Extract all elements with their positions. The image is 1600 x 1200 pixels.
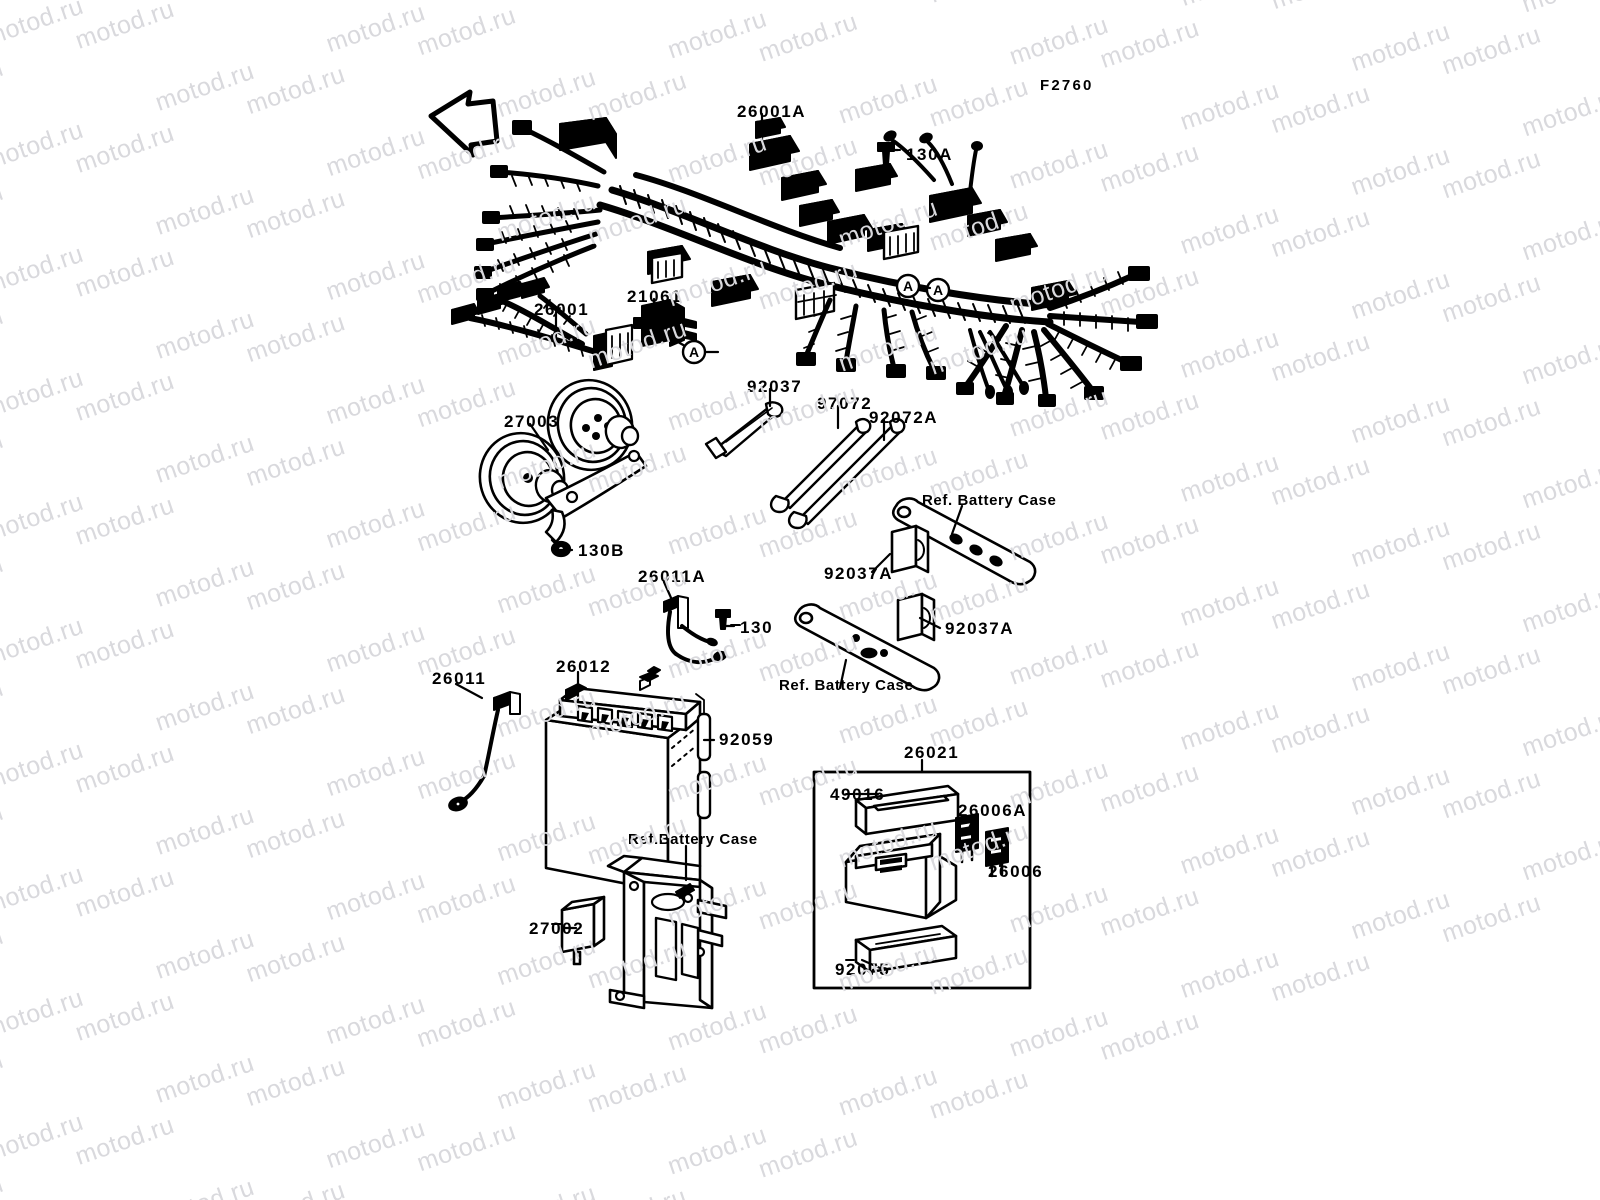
clamp-92037A-upper xyxy=(890,524,930,574)
cable-tie-97072 xyxy=(769,417,872,514)
ref-battery-case-band-lower xyxy=(793,603,941,692)
battery-26012 xyxy=(544,666,702,894)
callout-130A: 130A xyxy=(906,145,954,164)
callout-26011: 26011 xyxy=(432,669,487,688)
callout-49016: 49016 xyxy=(830,785,886,804)
svg-text:A: A xyxy=(689,344,699,360)
cable-tie-92037 xyxy=(704,401,784,460)
connector-marker-A xyxy=(681,273,951,365)
bolt-130 xyxy=(715,609,731,630)
fuse-26006A xyxy=(955,813,979,864)
battery-lead-26011 xyxy=(448,691,521,812)
cable-tie-92072A xyxy=(787,417,906,530)
leader-lines xyxy=(454,112,1004,970)
callout-130: 130 xyxy=(740,618,774,637)
ref-battery-case-bracket: Ref.Battery Case xyxy=(628,831,758,848)
callout-26011A: 26011A xyxy=(638,567,707,586)
callout-92037A-lower: 92037A xyxy=(945,619,1015,638)
ref-battery-case-lower: Ref. Battery Case xyxy=(779,677,914,694)
fuse-box-cover-49016 xyxy=(854,784,960,836)
damper-92075 xyxy=(854,924,958,974)
callout-130B: 130B xyxy=(578,541,626,560)
callout-26012: 26012 xyxy=(556,657,612,676)
callout-26006A: 26006A xyxy=(958,801,1028,820)
relay-27002 xyxy=(560,895,606,966)
callout-26021: 26021 xyxy=(904,743,960,762)
horn-assembly-27003 xyxy=(478,378,648,558)
ref-battery-case-upper: Ref. Battery Case xyxy=(922,492,1057,509)
main-harness-26001A xyxy=(474,117,1158,407)
tube-92059 xyxy=(696,712,712,820)
callout-26001: 26001 xyxy=(534,300,590,319)
callout-27002: 27002 xyxy=(529,919,585,938)
svg-text:A: A xyxy=(933,282,943,298)
callout-21061: 21061 xyxy=(627,287,683,306)
callout-92037: 92037 xyxy=(747,377,803,396)
callout-26006: 26006 xyxy=(988,862,1044,881)
front-arrow-icon xyxy=(428,89,500,158)
callout-26001A: 26001A xyxy=(737,102,807,121)
callout-92075: 92075 xyxy=(835,960,891,979)
battery-lead-26011A xyxy=(663,595,727,665)
callout-97072: 97072 xyxy=(817,394,873,413)
page-code: F2760 xyxy=(1040,77,1094,94)
callout-92072A: 92072A xyxy=(869,408,939,427)
callout-92037A-upper: 92037A xyxy=(824,564,894,583)
callout-92059: 92059 xyxy=(719,730,775,749)
svg-text:A: A xyxy=(903,278,913,294)
callout-27003: 27003 xyxy=(504,412,560,431)
fuse-26006 xyxy=(985,827,1009,878)
fuse-block-body xyxy=(844,832,958,920)
sub-harness-26001 xyxy=(451,277,634,371)
